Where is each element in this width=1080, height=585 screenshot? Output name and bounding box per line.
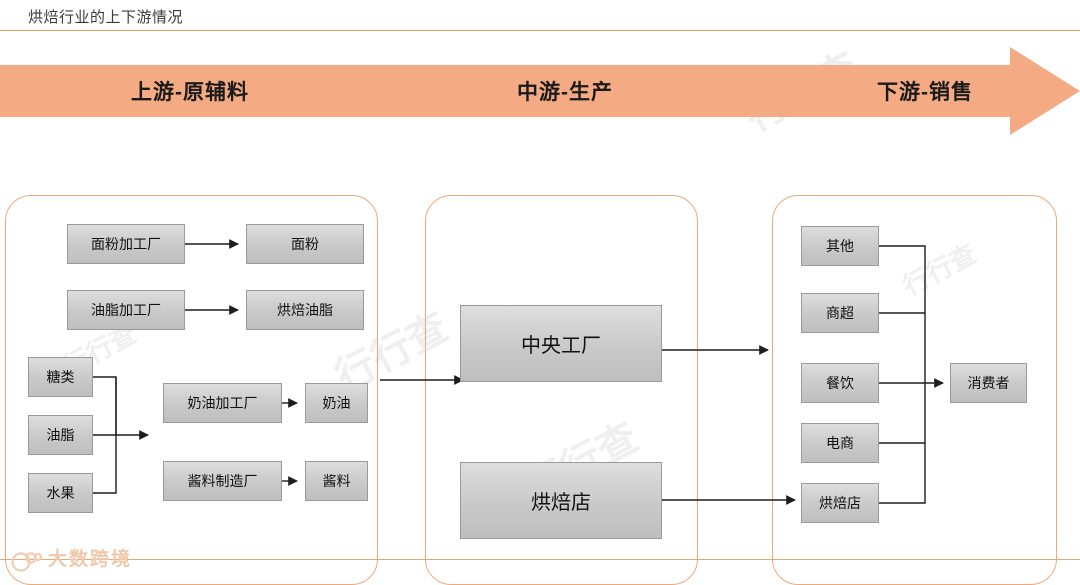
node-consumer[interactable]: 消费者 — [950, 363, 1027, 403]
node-baking-oil[interactable]: 烘焙油脂 — [246, 290, 364, 330]
node-bakery-shop-downstream[interactable]: 烘焙店 — [801, 483, 879, 523]
node-sauce-plant[interactable]: 酱料制造厂 — [163, 461, 282, 501]
brand-logo-icon — [11, 552, 43, 572]
footer-divider — [0, 559, 1080, 560]
node-oil-plant[interactable]: 油脂加工厂 — [67, 290, 185, 330]
node-fat[interactable]: 油脂 — [28, 415, 93, 455]
footer-brand-label: 大数跨境 — [48, 549, 133, 570]
node-bakery-shop-midstream[interactable]: 烘焙店 — [460, 462, 662, 539]
banner-segment-midstream: 中游-生产 — [517, 81, 613, 104]
value-chain-banner: 上游-原辅料 中游-生产 下游-销售 — [0, 47, 1080, 135]
node-sauce[interactable]: 酱料 — [305, 461, 368, 501]
node-flour-plant[interactable]: 面粉加工厂 — [67, 224, 185, 264]
node-cream-plant[interactable]: 奶油加工厂 — [163, 383, 282, 423]
node-central-factory[interactable]: 中央工厂 — [460, 305, 662, 382]
banner-segment-downstream: 下游-销售 — [877, 81, 973, 104]
node-flour[interactable]: 面粉 — [246, 224, 364, 264]
node-supermarket[interactable]: 商超 — [801, 293, 879, 333]
node-cream[interactable]: 奶油 — [305, 383, 368, 423]
banner-segment-upstream: 上游-原辅料 — [131, 81, 249, 104]
node-ecommerce[interactable]: 电商 — [801, 423, 879, 463]
title-divider — [0, 30, 1080, 31]
node-fruit[interactable]: 水果 — [28, 473, 93, 513]
page-title: 烘焙行业的上下游情况 — [28, 9, 184, 26]
node-catering[interactable]: 餐饮 — [801, 363, 879, 403]
node-sugar[interactable]: 糖类 — [28, 357, 93, 397]
node-other-channel[interactable]: 其他 — [801, 226, 879, 266]
banner-arrow-shape — [0, 47, 1080, 135]
